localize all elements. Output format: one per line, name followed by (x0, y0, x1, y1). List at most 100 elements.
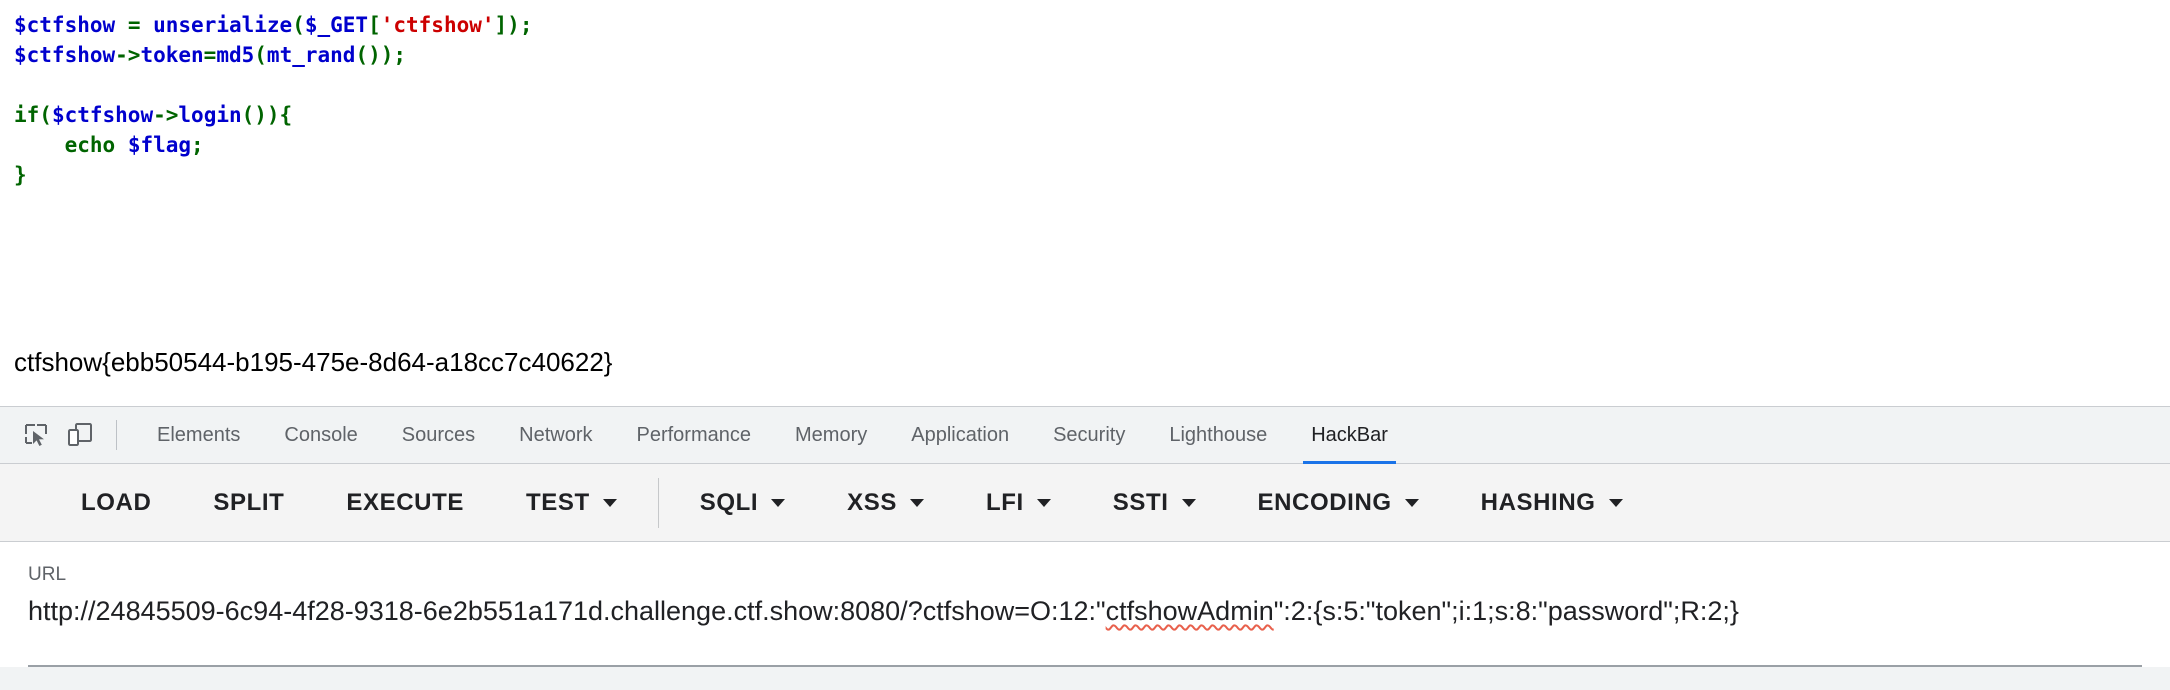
url-text-segment: ":2:{s:5:"token";i:1;s:8:"password";R:2;… (1273, 596, 1739, 626)
url-input[interactable]: http://24845509-6c94-4f28-9318-6e2b551a1… (28, 594, 2142, 628)
code-token (115, 133, 128, 157)
tab-label: Application (911, 423, 1010, 446)
code-token (140, 13, 153, 37)
code-token: md5 (216, 43, 255, 67)
chevron-down-icon (602, 498, 617, 507)
code-token: ()){ (241, 103, 293, 127)
hackbar-lfi-button[interactable]: LFI (955, 489, 1082, 517)
chevron-down-icon (1036, 498, 1051, 507)
hackbar-toolbar: LOAD SPLIT EXECUTE TEST SQLI XSS LFI SSTI ENCODI… (0, 464, 2170, 542)
tab-application[interactable]: Application (889, 407, 1031, 464)
hackbar-button-label: SQLI (699, 488, 759, 516)
tab-security[interactable]: Security (1031, 407, 1147, 464)
code-token: 'ctfshow' (380, 13, 495, 37)
code-token (115, 13, 128, 37)
browser-page-content: $ctfshow = unserialize($_GET['ctfshow'])… (14, 10, 613, 377)
code-token: = (127, 13, 141, 37)
hackbar-xss-button[interactable]: XSS (816, 489, 955, 517)
tab-elements[interactable]: Elements (135, 407, 262, 464)
code-line: $ctfshow->token=md5(mt_rand()); (14, 40, 532, 70)
tab-label: HackBar (1311, 423, 1388, 446)
url-field-label: URL (28, 564, 67, 585)
devtools-panel: Elements Console Sources Network Performance… (0, 406, 2170, 690)
tab-sources[interactable]: Sources (380, 407, 497, 464)
hackbar-button-label: ENCODING (1257, 488, 1392, 516)
code-token: $flag (127, 133, 192, 157)
tab-label: Sources (401, 423, 476, 446)
url-misspelled-token: ctfshowAdmin (1105, 596, 1274, 626)
toolbar-divider (116, 420, 117, 450)
hackbar-button-label: LOAD (81, 488, 152, 516)
hackbar-test-button[interactable]: TEST (495, 489, 648, 517)
code-token: token (140, 43, 204, 67)
code-token: ( (292, 13, 305, 37)
chevron-down-icon (1608, 498, 1623, 507)
code-token (14, 133, 65, 157)
hackbar-execute-button[interactable]: EXECUTE (315, 489, 495, 517)
code-token: unserialize (153, 13, 293, 37)
device-toolbar-icon[interactable] (58, 413, 102, 457)
code-token: = (203, 43, 217, 67)
hackbar-sqli-button[interactable]: SQLI (669, 489, 816, 517)
code-token: $ctfshow (14, 13, 116, 37)
hackbar-url-row: URL http://24845509-6c94-4f28-9318-6e2b5… (0, 542, 2170, 667)
tab-memory[interactable]: Memory (773, 407, 889, 464)
url-input-underline (28, 665, 2142, 667)
chevron-down-icon (909, 498, 924, 507)
chevron-down-icon (1404, 498, 1419, 507)
hackbar-ssti-button[interactable]: SSTI (1082, 489, 1227, 517)
hackbar-button-label: EXECUTE (346, 488, 464, 516)
hackbar-group-divider (657, 477, 659, 528)
tab-label: Security (1053, 423, 1126, 446)
hackbar-encoding-button[interactable]: ENCODING (1227, 489, 1450, 517)
code-token: ( (254, 43, 267, 67)
chevron-down-icon (771, 498, 786, 507)
hackbar-button-label: LFI (985, 488, 1024, 516)
hackbar-button-label: SPLIT (213, 488, 285, 516)
tab-hackbar[interactable]: HackBar (1289, 407, 1410, 464)
code-token: ; (191, 133, 204, 157)
code-token: $ctfshow (51, 103, 154, 127)
code-token: login (178, 103, 242, 127)
flag-output-text: ctfshow{ebb50544-b195-475e-8d64-a18cc7c4… (14, 347, 613, 377)
tab-performance[interactable]: Performance (615, 407, 774, 464)
hackbar-hashing-button[interactable]: HASHING (1450, 489, 1654, 517)
tab-label: Performance (636, 423, 752, 446)
hackbar-button-label: SSTI (1112, 488, 1169, 516)
url-text-segment: http://24845509-6c94-4f28-9318-6e2b551a1… (28, 596, 1106, 626)
tab-console[interactable]: Console (262, 407, 379, 464)
hackbar-split-button[interactable]: SPLIT (182, 489, 315, 517)
tab-label: Elements (157, 423, 241, 446)
inspect-element-icon[interactable] (14, 413, 58, 457)
php-source-code: $ctfshow = unserialize($_GET['ctfshow'])… (14, 10, 532, 190)
hackbar-button-label: XSS (847, 488, 897, 516)
tab-label: Memory (795, 423, 868, 446)
chevron-down-icon (1181, 498, 1196, 507)
code-token: -> (153, 103, 179, 127)
tab-network[interactable]: Network (497, 407, 614, 464)
code-token: } (14, 163, 27, 187)
code-token: $_GET (304, 13, 369, 37)
hackbar-button-label: TEST (525, 488, 590, 516)
code-token: ( (39, 103, 52, 127)
code-token: ()); (355, 43, 407, 67)
devtools-tabbar: Elements Console Sources Network Performance… (0, 407, 2170, 464)
code-token: $ctfshow (14, 43, 116, 67)
code-token: ]); (494, 13, 533, 37)
code-line: $ctfshow = unserialize($_GET['ctfshow'])… (14, 10, 532, 40)
tab-label: Network (519, 423, 593, 446)
code-token: [ (368, 13, 381, 37)
code-token: -> (115, 43, 141, 67)
code-token: echo (64, 133, 116, 157)
tab-label: Lighthouse (1169, 423, 1268, 446)
code-line: } (14, 160, 532, 190)
tab-lighthouse[interactable]: Lighthouse (1147, 407, 1289, 464)
hackbar-load-button[interactable]: LOAD (50, 489, 182, 517)
code-line: echo $flag; (14, 130, 532, 160)
hackbar-button-label: HASHING (1480, 488, 1596, 516)
devtools-tab-list: Elements Console Sources Network Performance… (135, 407, 1410, 464)
tab-label: Console (284, 423, 358, 446)
code-line: if($ctfshow->login()){ (14, 100, 532, 130)
code-token: if (14, 103, 40, 127)
code-token: mt_rand (266, 43, 356, 67)
